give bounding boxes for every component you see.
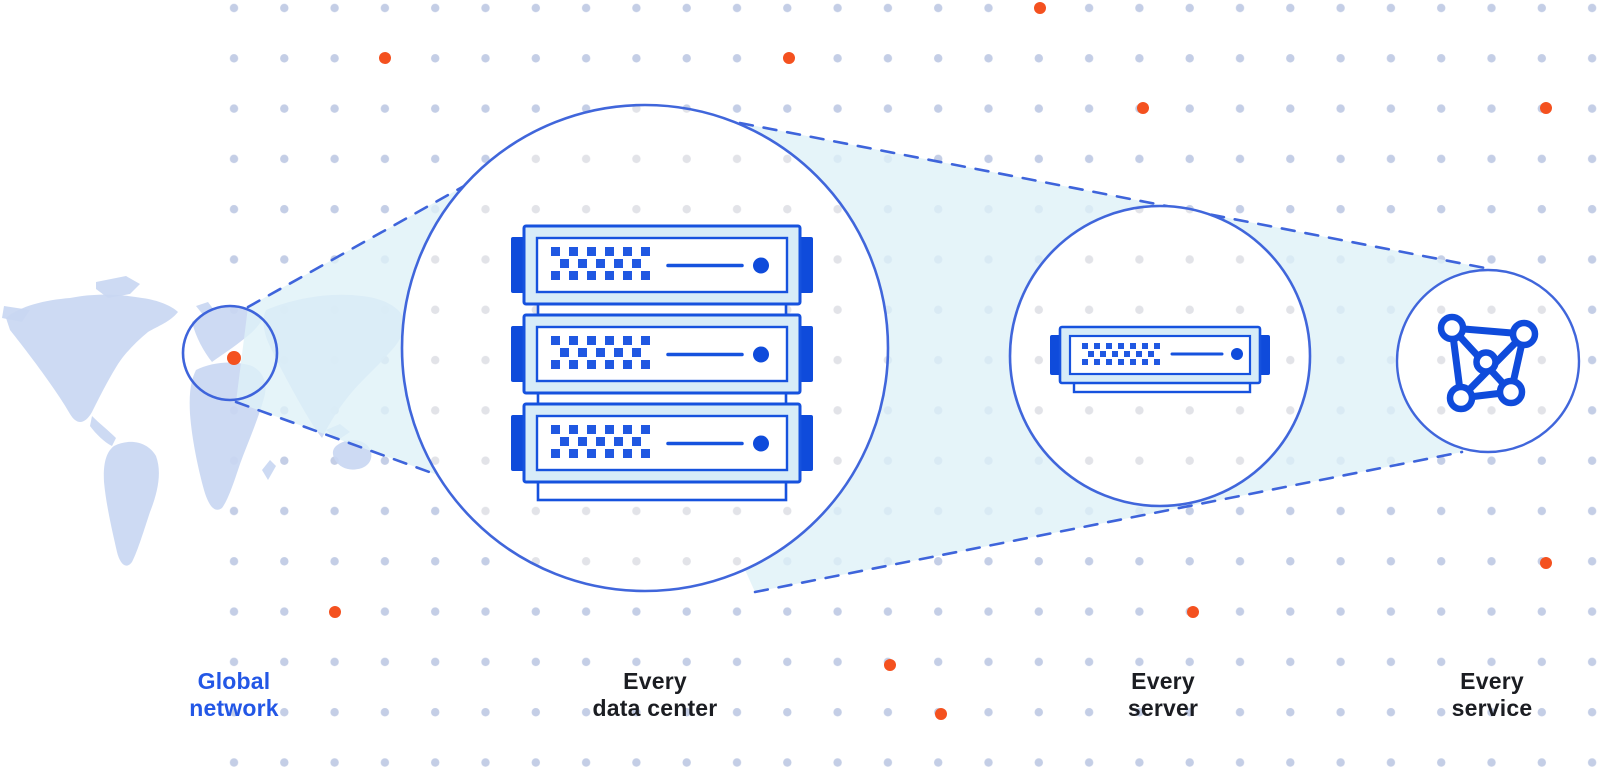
label-every-data-center: Every data center xyxy=(592,668,718,721)
location-marker-dot xyxy=(227,351,241,365)
global-network-highlight-circle xyxy=(181,304,279,402)
single-server-icon xyxy=(1050,325,1270,394)
label-every-server: Every server xyxy=(1127,668,1199,721)
mesh-network-icon xyxy=(1437,313,1539,413)
label-every-service: Every service xyxy=(1451,668,1533,721)
label-global-network: Global network xyxy=(189,668,279,721)
server-rack-icon xyxy=(509,224,815,502)
orange-accent-dots xyxy=(329,2,1552,720)
